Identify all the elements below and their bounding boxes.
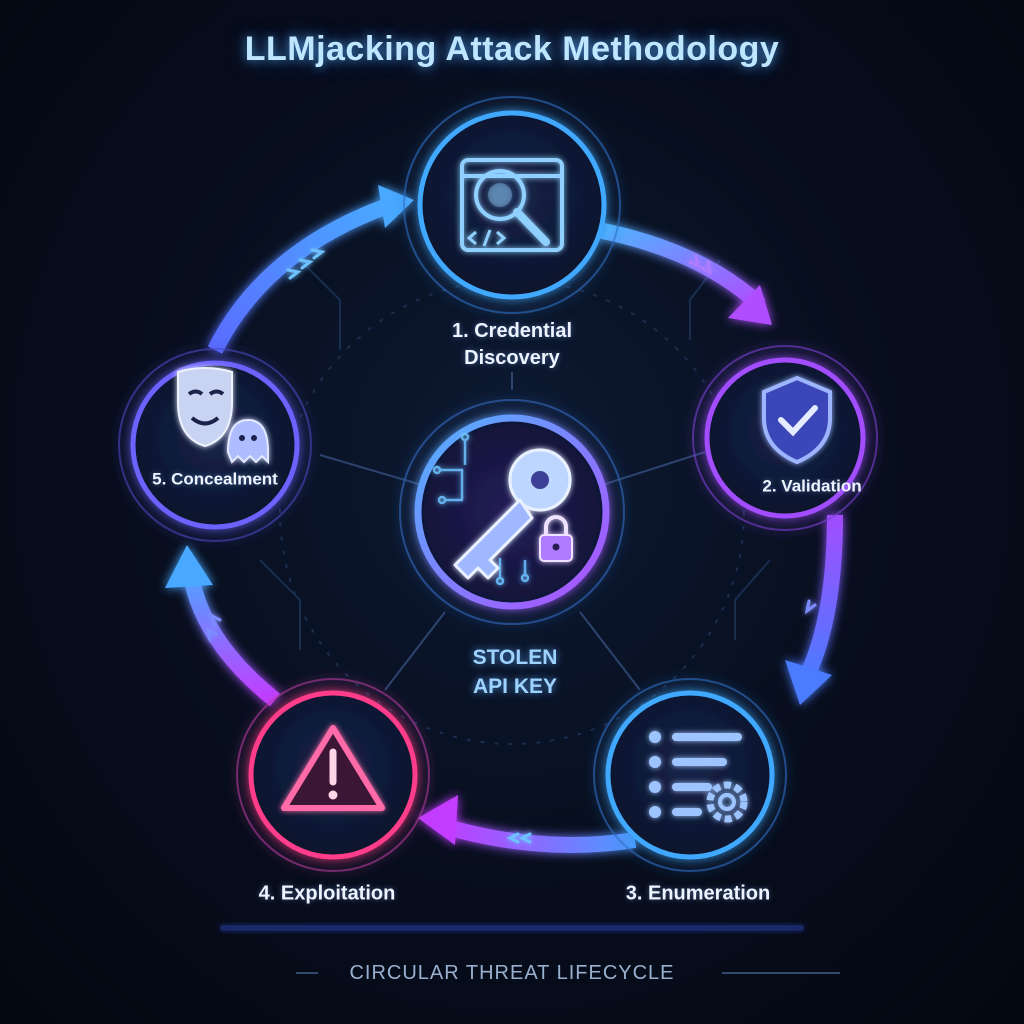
shield-check-icon	[762, 375, 832, 465]
chevron-accents	[205, 248, 817, 844]
warning-icon	[281, 725, 385, 811]
center-label: STOLEN API KEY	[472, 646, 558, 698]
arrow-1-to-2	[596, 222, 766, 311]
arrow-5-to-1	[207, 197, 393, 354]
code-search-icon	[460, 158, 564, 252]
stage-label-4: 4. Exploitation	[258, 882, 396, 905]
arrow-head-5-to-1	[378, 185, 414, 228]
arrow-head-3-to-4	[418, 795, 458, 845]
arrow-4-to-5	[182, 568, 280, 707]
arrow-head-2-to-3	[785, 660, 832, 705]
stage-label-5: 5. Concealment	[152, 469, 278, 489]
stage-node-1	[403, 96, 621, 314]
list-gear-icon	[649, 731, 748, 823]
floor-glow	[220, 925, 804, 931]
arrow-head-4-to-5	[165, 545, 213, 588]
arrow-head-1-to-2	[728, 285, 772, 325]
page-title: LLMjacking Attack Methodology	[244, 30, 780, 68]
stage-node-5	[118, 348, 312, 542]
mask-ghost-icon	[177, 367, 269, 465]
arrow-2-to-3	[797, 514, 843, 684]
footer-caption: CIRCULAR THREAT LIFECYCLE	[349, 962, 675, 984]
stage-label-2: 2. Validation	[762, 476, 862, 496]
stage-label-1: 1. Credential Discovery	[451, 320, 573, 369]
stage-label-3: 3. Enumeration	[625, 882, 771, 905]
stage-node-3	[593, 678, 787, 872]
cycle-arrows	[165, 185, 843, 853]
key-lock-icon	[432, 432, 573, 586]
arrow-3-to-4	[437, 817, 637, 853]
